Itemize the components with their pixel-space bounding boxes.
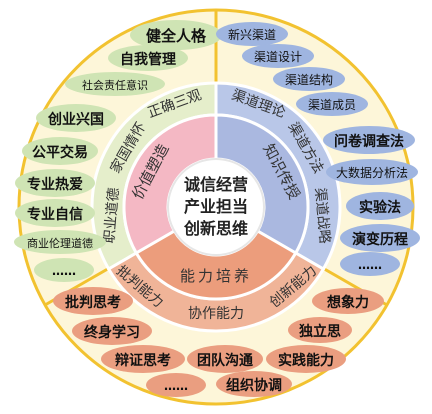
- ability-bubble-label: 组织协调: [226, 377, 282, 394]
- value-bubble: 健全人格: [130, 20, 222, 50]
- ability-title: 能力培养: [180, 267, 252, 285]
- ability-bubble: 想象力: [312, 288, 384, 314]
- knowledge-bubble-label: 大数据分析法: [336, 165, 408, 180]
- ability-bubble: 辩证思考: [101, 345, 185, 373]
- knowledge-bubble-label: 实验法: [359, 199, 401, 216]
- ability-bubble-label: ……: [164, 379, 188, 393]
- value-label-3: 职业道德: [102, 187, 123, 244]
- knowledge-bubble-label: 渠道成员: [308, 98, 356, 112]
- value-bubble-label: 公平交易: [32, 144, 88, 161]
- value-bubble-label: 专业自信: [27, 206, 83, 223]
- knowledge-bubble: 演变历程: [340, 224, 420, 252]
- value-bubble: 公平交易: [22, 137, 98, 165]
- value-bubble-label: 自我管理: [120, 51, 176, 68]
- value-bubble-label: 健全人格: [146, 27, 207, 45]
- knowledge-bubble: 实验法: [346, 192, 414, 220]
- knowledge-bubble-label: 渠道结构: [285, 72, 333, 87]
- value-bubble-label: 创业兴国: [47, 111, 104, 128]
- ability-bubble-label: 终身学习: [84, 324, 140, 341]
- center-circle: [167, 158, 265, 256]
- knowledge-bubble: ……: [340, 252, 400, 276]
- value-bubbles: 健全人格 自我管理 社会责任意识 创业兴国 公平交易 专业热爱: [14, 20, 222, 282]
- knowledge-bubble: 大数据分析法: [326, 159, 418, 185]
- value-bubble-label: 商业伦理道德: [27, 236, 93, 250]
- knowledge-bubble: 渠道成员: [296, 92, 368, 116]
- ability-bubble-label: 想象力: [326, 294, 369, 311]
- ability-bubble: 独立思: [288, 317, 352, 343]
- ability-bubble: ……: [146, 373, 206, 397]
- knowledge-bubble-label: 演变历程: [352, 231, 408, 248]
- ability-bubbles: 批判思考 终身学习 辩证思考 …… 团队沟通 组织协调: [53, 287, 384, 397]
- center-line-3: 创新思维: [183, 219, 248, 238]
- knowledge-bubble: 渠道结构: [273, 67, 345, 91]
- value-bubble: 自我管理: [108, 45, 188, 71]
- ability-bubble-label: 批判思考: [65, 294, 121, 311]
- knowledge-label-3: 渠道战略: [312, 187, 333, 244]
- knowledge-bubble: 问卷调查法: [323, 126, 415, 154]
- ability-bubble: 组织协调: [216, 371, 292, 397]
- knowledge-bubble-label: 渠道设计: [254, 50, 302, 64]
- value-bubble: 创业兴国: [36, 104, 116, 132]
- ability-bubble: 团队沟通: [187, 345, 263, 373]
- center-line-2: 产业担当: [184, 197, 248, 216]
- value-bubble: 商业伦理道德: [14, 230, 106, 254]
- ability-bubble: 批判思考: [53, 287, 133, 315]
- value-bubble: 专业自信: [15, 199, 95, 227]
- knowledge-bubble: 渠道设计: [242, 44, 314, 68]
- knowledge-bubble: 新兴渠道: [216, 22, 288, 46]
- knowledge-bubble-label: ……: [358, 258, 382, 272]
- knowledge-bubble-label: 问卷调查法: [334, 133, 404, 150]
- ability-bubble: 实践能力: [266, 345, 346, 373]
- center-line-1: 诚信经营: [184, 175, 248, 194]
- knowledge-bubbles: 新兴渠道 渠道设计 渠道结构 渠道成员 问卷调查法 大数据分析法: [216, 22, 420, 276]
- value-bubble-label: 专业热爱: [27, 176, 83, 193]
- ability-bubble: 终身学习: [72, 317, 152, 345]
- ability-bubble-label: 独立思: [299, 323, 341, 340]
- value-bubble: ……: [34, 258, 94, 282]
- ability-bubble-label: 团队沟通: [197, 352, 253, 369]
- ability-label-2: 协作能力: [188, 306, 244, 322]
- value-bubble: 社会责任意识: [65, 72, 165, 96]
- value-bubble: 专业热爱: [15, 169, 95, 197]
- value-bubble-label: 社会责任意识: [82, 78, 148, 92]
- ability-bubble-label: 辩证思考: [115, 352, 171, 369]
- value-bubble-label: ……: [52, 264, 76, 278]
- ability-bubble-label: 实践能力: [278, 352, 334, 369]
- knowledge-bubble-label: 新兴渠道: [228, 27, 276, 42]
